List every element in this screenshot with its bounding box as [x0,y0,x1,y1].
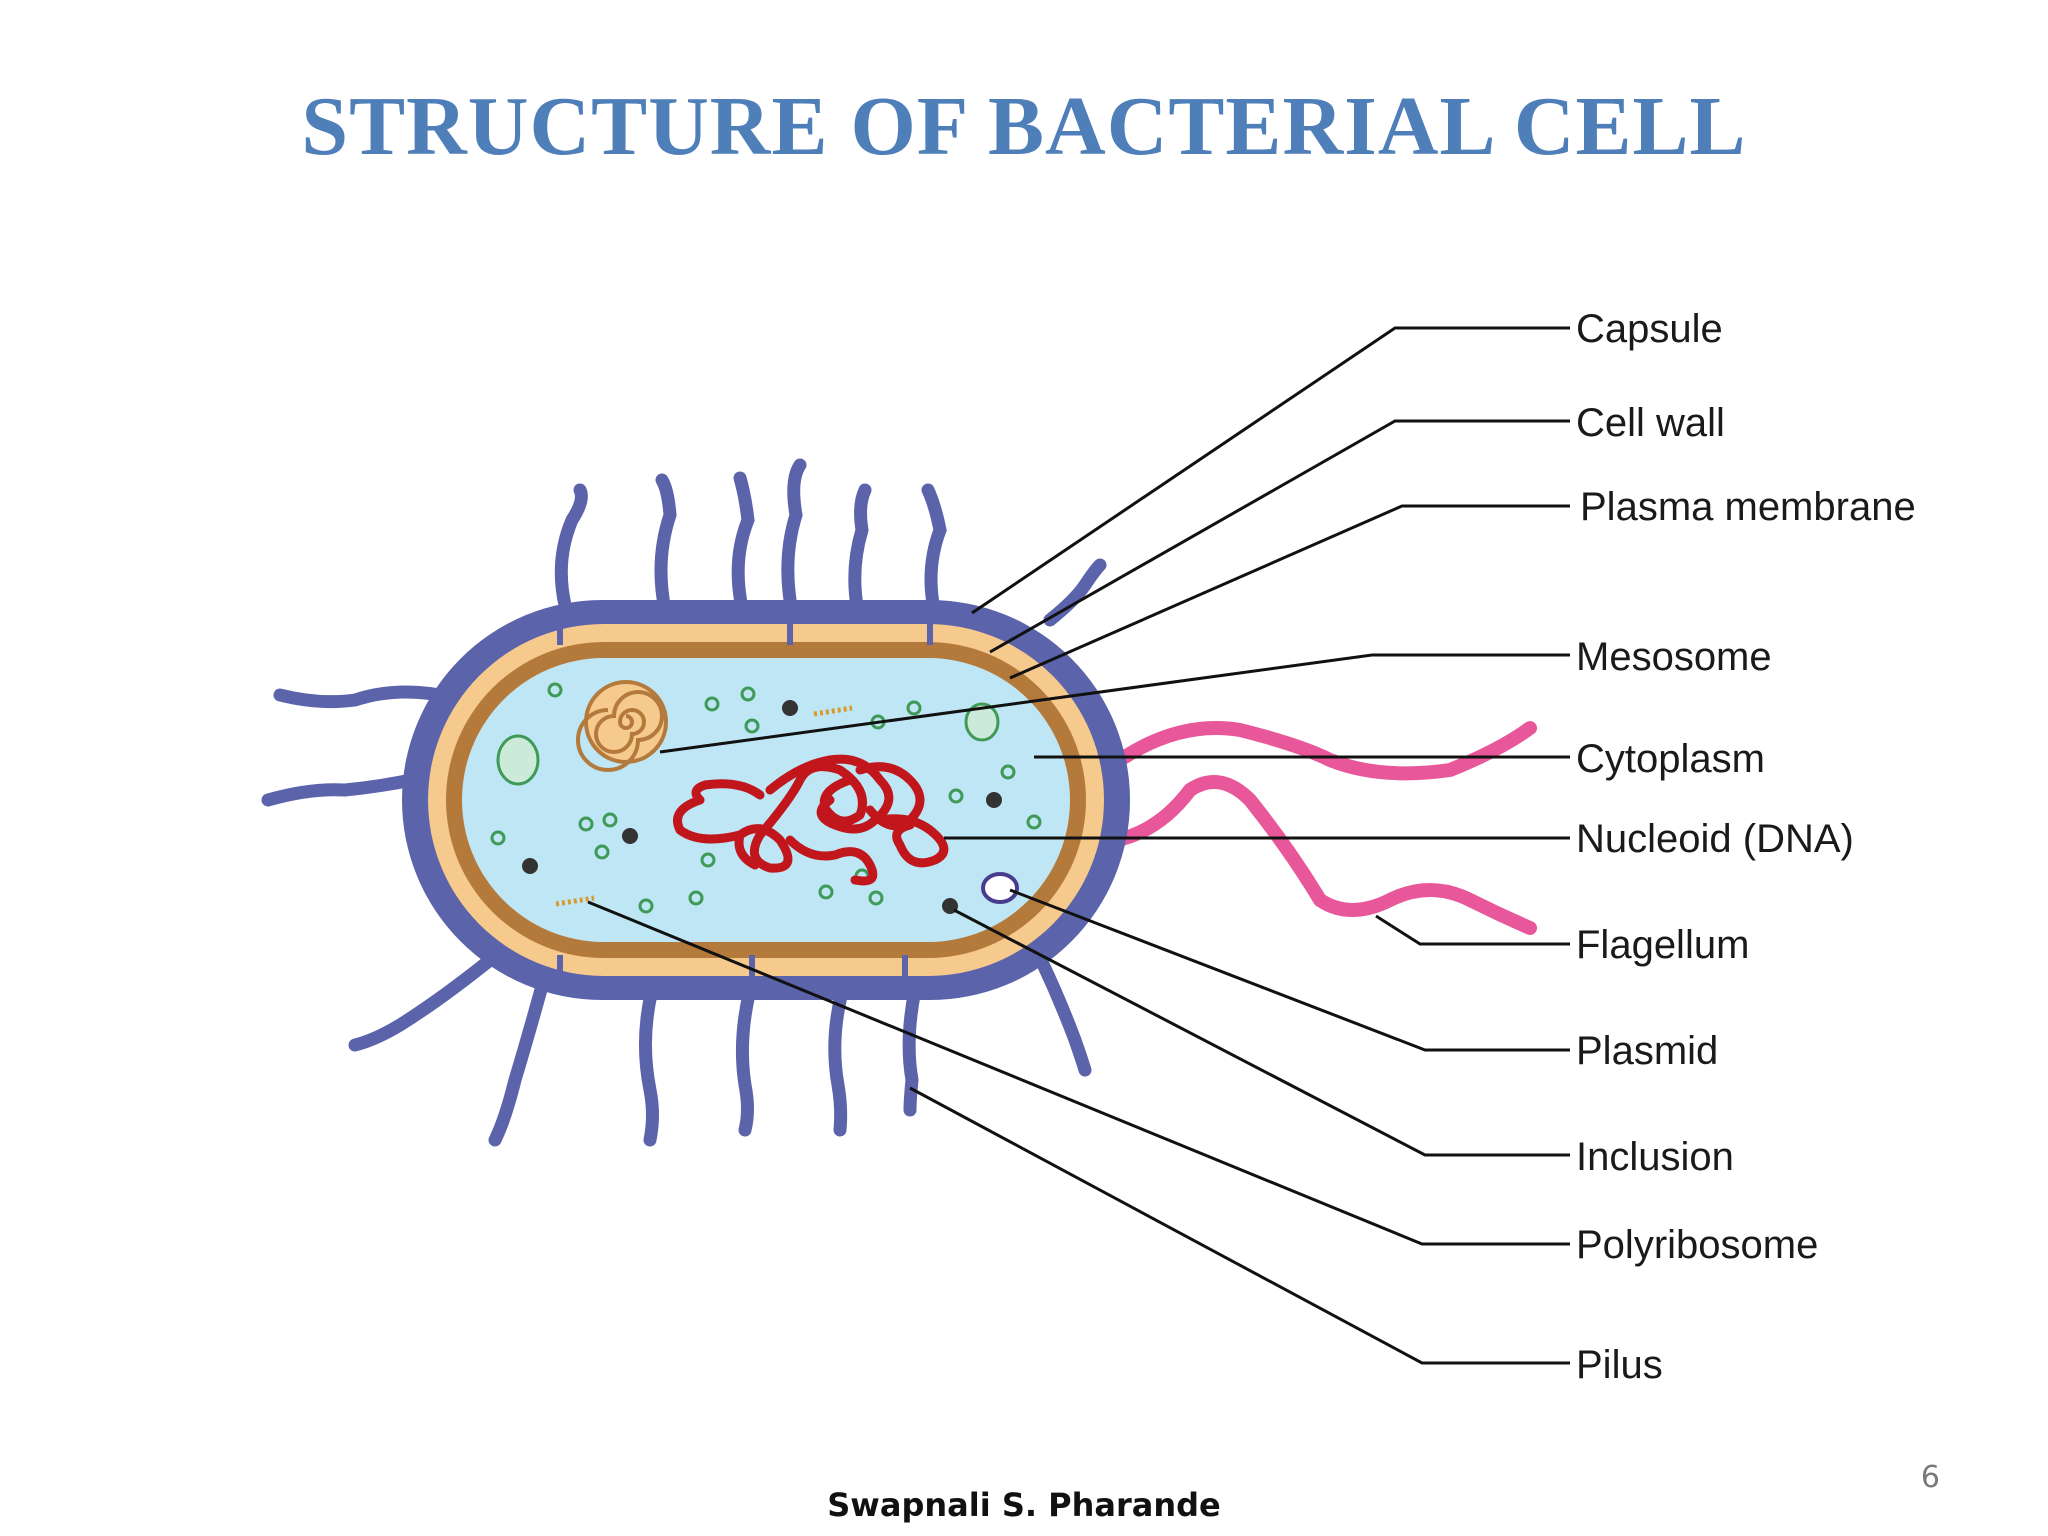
leader-cell-wall [989,419,1570,654]
leader-inclusion [953,908,1570,1157]
flagellum-lower [1111,775,1537,935]
label-cell-wall: Cell wall [1576,401,1725,445]
cytoplasm-area [462,658,1070,942]
label-nucleoid: Nucleoid (DNA) [1576,817,1854,861]
leader-plasma-membrane [1009,504,1570,680]
granules [496,702,1000,786]
label-plasma-membrane: Plasma membrane [1580,485,1916,529]
flagellum-upper [1113,721,1537,781]
polyribosomes [555,705,853,907]
plasmid [981,872,1019,904]
leader-plasmid [1009,888,1570,1052]
label-cytoplasm: Cytoplasm [1576,737,1765,781]
label-plasmid: Plasmid [1576,1029,1718,1073]
page-number: 6 [1920,1460,1940,1495]
label-polyribosome: Polyribosome [1576,1223,1818,1267]
inclusions [522,700,1002,914]
label-pilus: Pilus [1576,1343,1663,1387]
leader-polyribosome [587,900,1570,1246]
page-title: STRUCTURE OF BACTERIAL CELL [301,80,1747,173]
mesosome [576,680,668,772]
flagella [1111,721,1537,935]
leader-capsule [971,326,1570,615]
leader-lines [587,326,1570,1365]
label-capsule: Capsule [1576,307,1723,351]
author-footer: Swapnali S. Pharande [827,1486,1221,1524]
nucleoid-dna [673,754,949,886]
label-mesosome: Mesosome [1576,635,1772,679]
label-inclusion: Inclusion [1576,1135,1734,1179]
leader-flagellum [1375,914,1570,946]
label-flagellum: Flagellum [1576,923,1749,967]
wall-notches [557,624,933,976]
leader-mesosome [659,653,1570,754]
labels: Capsule Cell wall Plasma membrane Mesoso… [1576,307,1916,1387]
leader-pilus [909,1086,1570,1365]
